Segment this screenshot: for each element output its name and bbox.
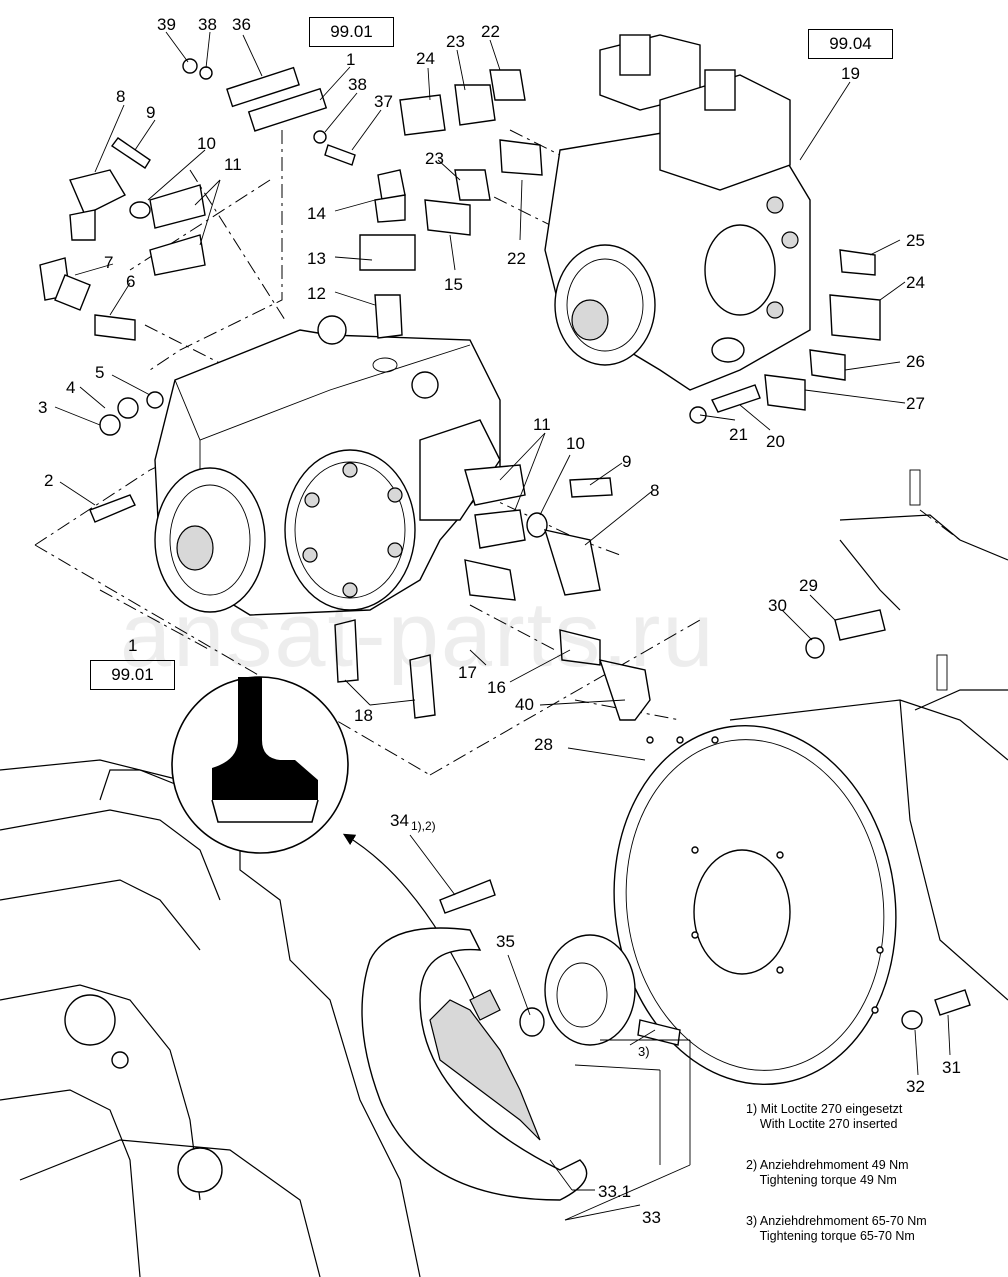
callout-38: 38 [348, 75, 367, 94]
callout-gear-note: 3) [638, 1044, 650, 1059]
leader-lines [54, 31, 951, 1221]
callout-31: 31 [942, 1058, 961, 1077]
callout-17: 17 [458, 663, 477, 682]
callout-19: 19 [841, 64, 860, 83]
callout-40: 40 [515, 695, 534, 714]
callout-35: 35 [496, 932, 515, 951]
watermark: ansat-parts.ru [120, 584, 716, 686]
callout-33-1: 33.1 [598, 1182, 631, 1201]
note-3-torque-65-70: 3) Anziehdrehmoment 65-70 Nm Tightening … [746, 1214, 927, 1243]
callout-23: 23 [425, 149, 444, 168]
fittings [39, 58, 971, 1046]
callout-30: 30 [768, 596, 787, 615]
callout-32: 32 [906, 1077, 925, 1096]
callout-26: 26 [906, 352, 925, 371]
callout-18: 18 [354, 706, 373, 725]
note-1-loctite: 1) Mit Loctite 270 eingesetzt With Locti… [746, 1102, 903, 1131]
seal-detail-circle [171, 676, 349, 854]
callout-29: 29 [799, 576, 818, 595]
callout-8: 8 [650, 481, 659, 500]
callout-20: 20 [766, 432, 785, 451]
callout-9: 9 [146, 103, 155, 122]
ref-box-99-01-top: 99.01 [309, 17, 394, 47]
callout-9: 9 [622, 452, 631, 471]
callout-22: 22 [481, 22, 500, 41]
callout-25: 25 [906, 231, 925, 250]
callout-labels: 39 38 36 1 38 37 24 23 22 19 8 9 10 11 1… [38, 15, 961, 1227]
engine-block-left [0, 759, 421, 1277]
callout-8: 8 [116, 87, 125, 106]
callout-11: 11 [533, 415, 551, 434]
callout-33: 33 [642, 1208, 661, 1227]
callout-1: 1 [128, 636, 137, 655]
callout-3: 3 [38, 398, 47, 417]
callout-14: 14 [307, 204, 326, 223]
callout-2: 2 [44, 471, 53, 490]
callout-36: 36 [232, 15, 251, 34]
callout-21: 21 [729, 425, 748, 444]
ref-box-99-01-bottom: 99.01 [90, 660, 175, 690]
callout-39: 39 [157, 15, 176, 34]
flywheel-plate [613, 724, 897, 1086]
callout-28: 28 [534, 735, 553, 754]
callout-11: 11 [224, 155, 242, 174]
detail-arrow [342, 833, 476, 1001]
callout-37: 37 [374, 92, 393, 111]
callout-24: 24 [416, 49, 435, 68]
callout-22: 22 [507, 249, 526, 268]
coupling-ring [361, 927, 588, 1201]
callout-7: 7 [104, 253, 113, 272]
callout-23: 23 [446, 32, 465, 51]
callout-5: 5 [95, 363, 104, 382]
note-2-torque-49: 2) Anziehdrehmoment 49 Nm Tightening tor… [746, 1158, 909, 1187]
callout-10: 10 [197, 134, 216, 153]
main-pump [154, 315, 501, 616]
callout-16: 16 [487, 678, 506, 697]
callout-1: 1 [346, 50, 355, 69]
callout-10: 10 [566, 434, 585, 453]
callout-34: 34 [390, 811, 409, 830]
ref-box-99-04: 99.04 [808, 29, 893, 59]
callout-6: 6 [126, 272, 135, 291]
callout-15: 15 [444, 275, 463, 294]
callout-27: 27 [906, 394, 925, 413]
aux-pump [544, 34, 811, 391]
callout-12: 12 [307, 284, 326, 303]
callout-38: 38 [198, 15, 217, 34]
engine-housing-right [729, 469, 1008, 1001]
callout-34-note: 1),2) [411, 819, 436, 833]
callout-13: 13 [307, 249, 326, 268]
callout-24: 24 [906, 273, 925, 292]
callout-4: 4 [66, 378, 75, 397]
gear-hub [519, 934, 636, 1046]
